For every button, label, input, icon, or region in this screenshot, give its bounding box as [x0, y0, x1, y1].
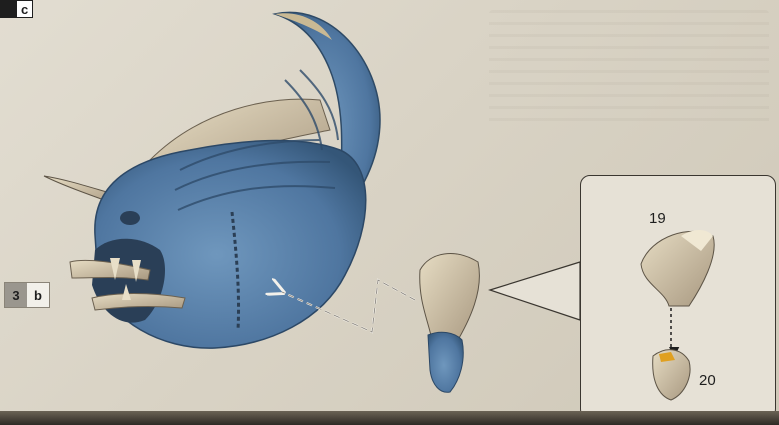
callout-parts	[581, 176, 777, 420]
beast-head-illustration	[44, 12, 380, 348]
horn-piece-illustration	[420, 254, 480, 393]
page-bottom-edge	[0, 411, 779, 425]
callout-leader	[490, 262, 580, 320]
part-20-illustration	[653, 350, 690, 400]
detail-callout: 19 20	[580, 175, 776, 419]
reference-badge-letter: b	[27, 283, 49, 307]
reference-badge: 3 b	[5, 283, 49, 307]
part-19-illustration	[641, 230, 714, 306]
reference-badge-number: 3	[5, 283, 27, 307]
